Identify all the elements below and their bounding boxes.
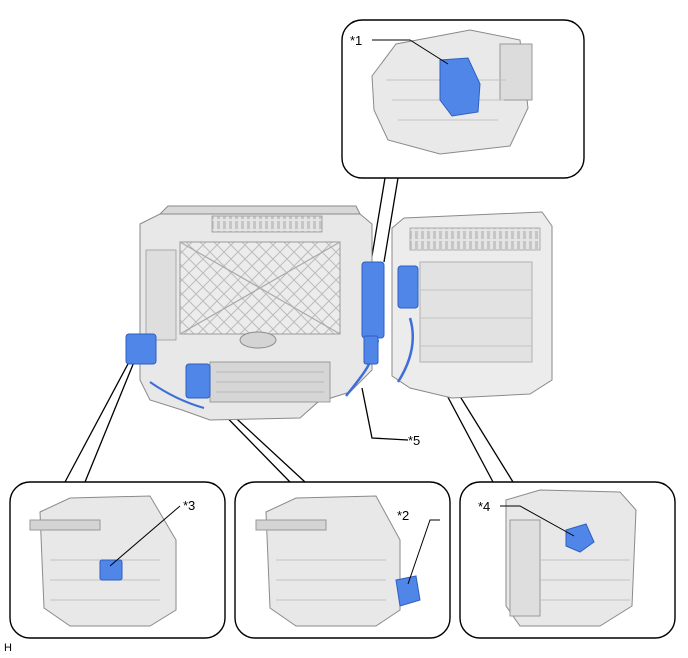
detail-box-4: *4 [459, 481, 676, 639]
callout-3: *3 [183, 498, 195, 513]
top-vent-strip [211, 215, 323, 233]
main-motor-5 [363, 335, 379, 365]
main-motor-2 [185, 363, 211, 399]
detail-box-3: *3 [9, 481, 226, 639]
detail-motor-4 [565, 523, 595, 553]
detail-box-1: *1 [341, 19, 585, 179]
detail-motor-2 [395, 575, 421, 607]
detail-motor-3 [99, 559, 123, 581]
callout-4: *4 [478, 499, 490, 514]
callout-5: *5 [408, 433, 420, 448]
callout-1: *1 [350, 33, 362, 48]
main-motor-1 [361, 261, 385, 339]
left-housing-top [158, 205, 361, 215]
blower-port [239, 331, 277, 349]
detail-box-2: *2 [234, 481, 451, 639]
detail-motor-1 [439, 57, 481, 117]
hvac-main-assembly [125, 205, 553, 421]
callout-2: *2 [397, 508, 409, 523]
main-motor-3 [125, 333, 157, 365]
corner-mark: H [4, 642, 12, 654]
right-vent-top [409, 227, 541, 251]
main-motor-4 [397, 265, 419, 309]
